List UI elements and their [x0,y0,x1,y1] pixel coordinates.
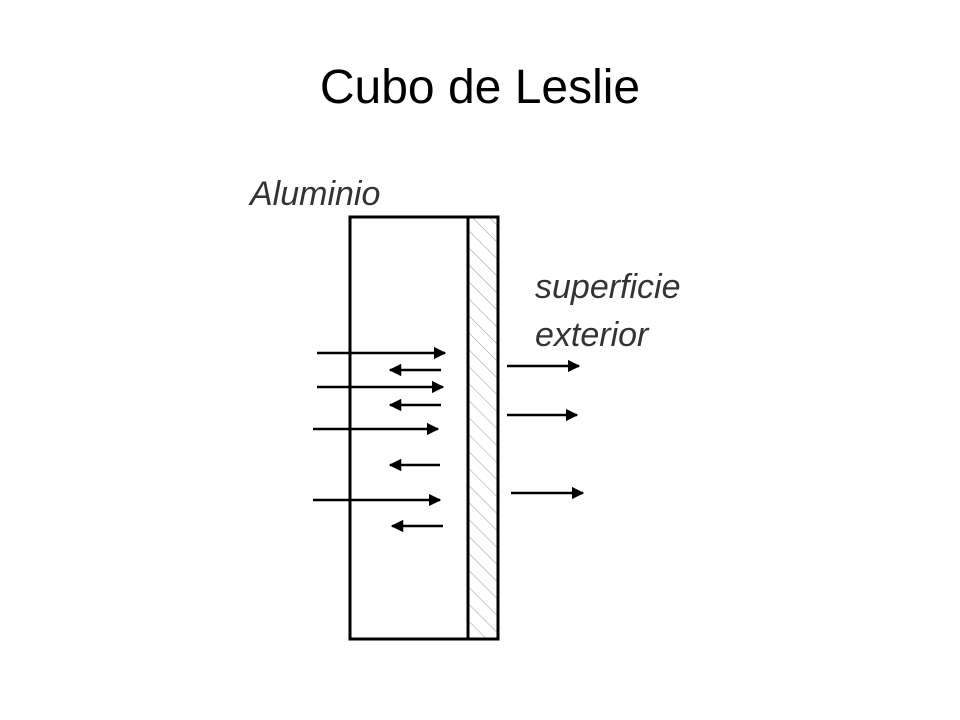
surface-label-line1: superficie [535,268,681,306]
reflected-rays [388,363,443,533]
emitted-rays [507,359,585,500]
aluminium-wall [466,215,500,641]
incident-rays [313,346,447,507]
surface-label: superficie exterior [535,268,690,354]
material-label: Aluminio [248,175,380,213]
slide-title: Cubo de Leslie [319,61,641,114]
surface-label-line2: exterior [535,316,650,354]
